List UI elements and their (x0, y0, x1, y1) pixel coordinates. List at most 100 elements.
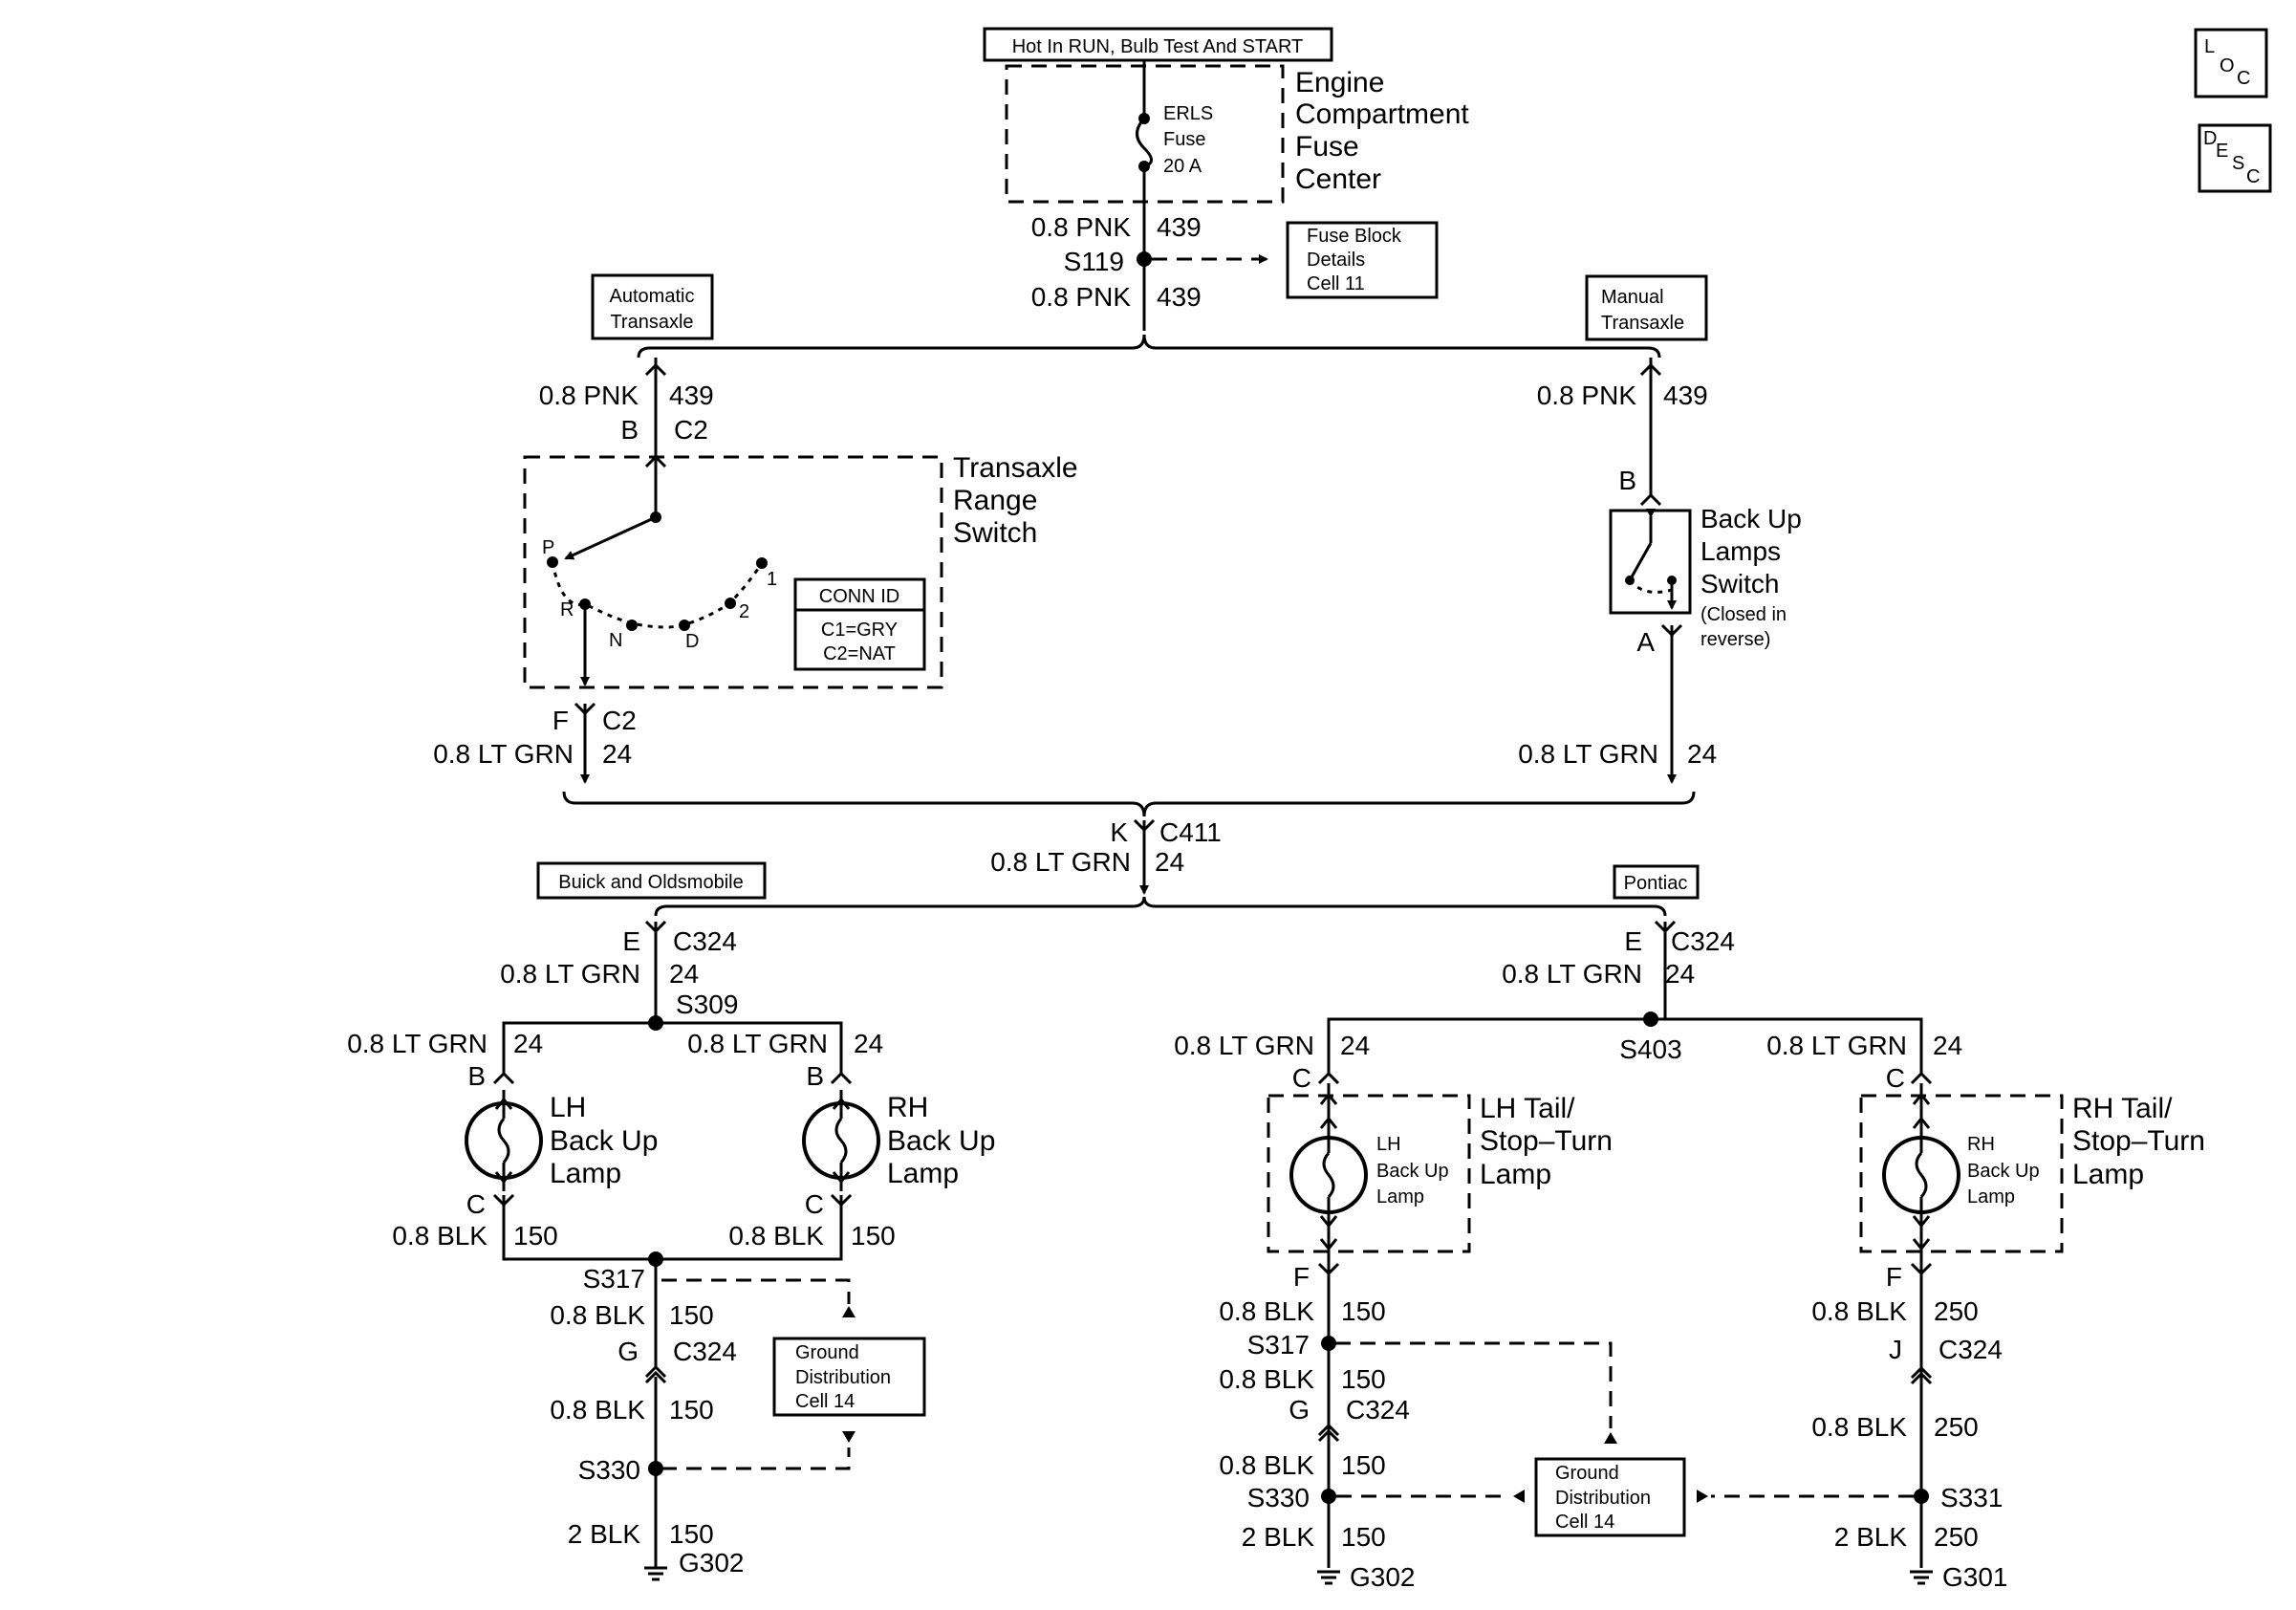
svg-text:Pontiac: Pontiac (1624, 873, 1688, 894)
ref-arrowhead (1697, 1490, 1708, 1503)
wire-color: 0.8 BLK (1811, 1412, 1907, 1442)
wire-color: 0.8 LT GRN (1518, 739, 1658, 769)
svg-text:S: S (2232, 153, 2244, 174)
lamp-label: Back Up (887, 1125, 995, 1157)
circuit-number: 24 (1687, 739, 1717, 769)
svg-text:C: C (2246, 166, 2260, 187)
circuit-number: 250 (1934, 1522, 1979, 1552)
ref-arrowhead (842, 1431, 856, 1443)
lamp-label: Back Up (550, 1125, 658, 1157)
ground-distribution-ref-box[interactable]: Ground Distribution Cell 14 (1534, 1457, 1686, 1537)
circuit-number: 439 (1663, 381, 1708, 410)
circuit-number: 150 (669, 1395, 714, 1425)
switch-position-2 (725, 598, 736, 609)
ground-label: G302 (1350, 1562, 1416, 1592)
lamp-label: Lamp (887, 1158, 959, 1189)
circuit-number: 250 (1934, 1296, 1979, 1326)
switch-label: Back Up (1700, 504, 1802, 533)
svg-text:C1=GRY: C1=GRY (821, 620, 898, 641)
splice-s330 (1321, 1489, 1336, 1504)
pontiac-header-box: Pontiac (1613, 864, 1700, 900)
wire-color: 0.8 LT GRN (1502, 959, 1642, 989)
connector-label: C324 (1671, 926, 1735, 956)
wire-color: 0.8 BLK (1219, 1296, 1314, 1326)
svg-text:CONN ID: CONN ID (819, 586, 899, 607)
switch-label: Switch (1700, 569, 1779, 598)
ground-symbol (644, 1566, 667, 1581)
pin-label: B (806, 1061, 824, 1091)
svg-text:Hot In RUN, Bulb Test And STAR: Hot In RUN, Bulb Test And START (1012, 36, 1304, 57)
wire-color: 0.8 BLK (1219, 1364, 1314, 1394)
ref-link (661, 1447, 851, 1470)
circuit-number: 150 (1341, 1364, 1386, 1394)
splice-label: S403 (1619, 1034, 1681, 1064)
circuit-number: 150 (851, 1221, 896, 1251)
pin-label: F (1293, 1262, 1310, 1292)
fuse-label: 20 A (1163, 156, 1202, 177)
wire-color: 0.8 BLK (1219, 1450, 1314, 1480)
merge-bracket (562, 791, 1696, 817)
connector-c324-symbol (644, 1364, 667, 1384)
pin-label: B (1618, 466, 1636, 495)
svg-text:D: D (2203, 128, 2217, 149)
connector-label: C324 (1939, 1335, 2003, 1364)
svg-text:Transaxle: Transaxle (1601, 313, 1684, 334)
lh-back-up-lamp (465, 1090, 543, 1191)
circuit-number: 24 (602, 739, 632, 769)
circuit-number: 24 (669, 959, 699, 989)
connector-symbol (492, 1071, 515, 1085)
switch-arm (564, 515, 657, 560)
svg-text:Ground: Ground (1555, 1463, 1619, 1484)
circuit-number: 439 (669, 381, 714, 410)
circuit-number: 150 (669, 1519, 714, 1549)
lamp-label: Lamp (1480, 1159, 1551, 1190)
svg-text:Transaxle: Transaxle (610, 312, 693, 333)
fuse-block-ref-box[interactable]: Fuse Block Details Cell 11 (1286, 221, 1439, 299)
connector-label: C411 (1159, 817, 1222, 847)
rh-back-up-bulb (1882, 1083, 1960, 1264)
wire-color: 0.8 LT GRN (347, 1029, 487, 1058)
pin-label: B (467, 1061, 486, 1091)
fuse-center-label: Engine (1295, 67, 1384, 98)
ref-link (1335, 1341, 1613, 1428)
fuse-center-label: Fuse (1295, 131, 1359, 163)
lamp-label: Lamp (550, 1158, 621, 1189)
pin-label: A (1636, 627, 1655, 657)
pin-label: J (1889, 1335, 1902, 1364)
fuse-label: ERLS (1163, 103, 1213, 124)
svg-text:Fuse Block: Fuse Block (1307, 226, 1402, 247)
svg-text:Buick and Oldsmobile: Buick and Oldsmobile (558, 872, 743, 893)
loc-icon[interactable]: L O C (2194, 28, 2268, 98)
pin-label: E (1624, 926, 1642, 956)
switch-position-label: 1 (767, 569, 777, 590)
switch-travel (1628, 578, 1673, 594)
svg-text:Distribution: Distribution (1555, 1488, 1651, 1509)
pin-label: G (617, 1337, 639, 1366)
conn-id-box: CONN ID C1=GRY C2=NAT (793, 577, 926, 671)
wire-color: 0.8 LT GRN (500, 959, 640, 989)
pin-label: G (1289, 1395, 1310, 1425)
wire-color: 0.8 LT GRN (990, 847, 1131, 877)
split-bracket (654, 896, 1667, 917)
circuit-number: 24 (1155, 847, 1184, 877)
svg-text:O: O (2220, 55, 2235, 76)
circuit-number: 24 (513, 1029, 543, 1058)
svg-text:C: C (2237, 68, 2250, 89)
wire-color: 0.8 LT GRN (687, 1029, 828, 1058)
rh-tail-lamp-housing (1859, 1094, 2064, 1253)
lamp-label: Lamp (2072, 1159, 2144, 1190)
wire-color: 0.8 PNK (1031, 212, 1132, 242)
splice-s403 (1643, 1012, 1658, 1027)
splice-s330 (648, 1461, 663, 1476)
splice-label: S119 (1064, 247, 1124, 276)
circuit-number: 24 (1933, 1031, 1962, 1060)
ground-symbol (1910, 1570, 1933, 1585)
lh-back-up-bulb (1289, 1083, 1368, 1264)
connector-symbol (1317, 1071, 1340, 1085)
switch-position-label: D (685, 631, 699, 652)
wire-24-distribution (502, 1021, 843, 1074)
desc-icon[interactable]: D E S C (2198, 123, 2272, 193)
svg-text:C2=NAT: C2=NAT (823, 643, 896, 664)
ground-distribution-ref-box[interactable]: Ground Distribution Cell 14 (772, 1337, 926, 1417)
connector-symbol (830, 1071, 853, 1085)
